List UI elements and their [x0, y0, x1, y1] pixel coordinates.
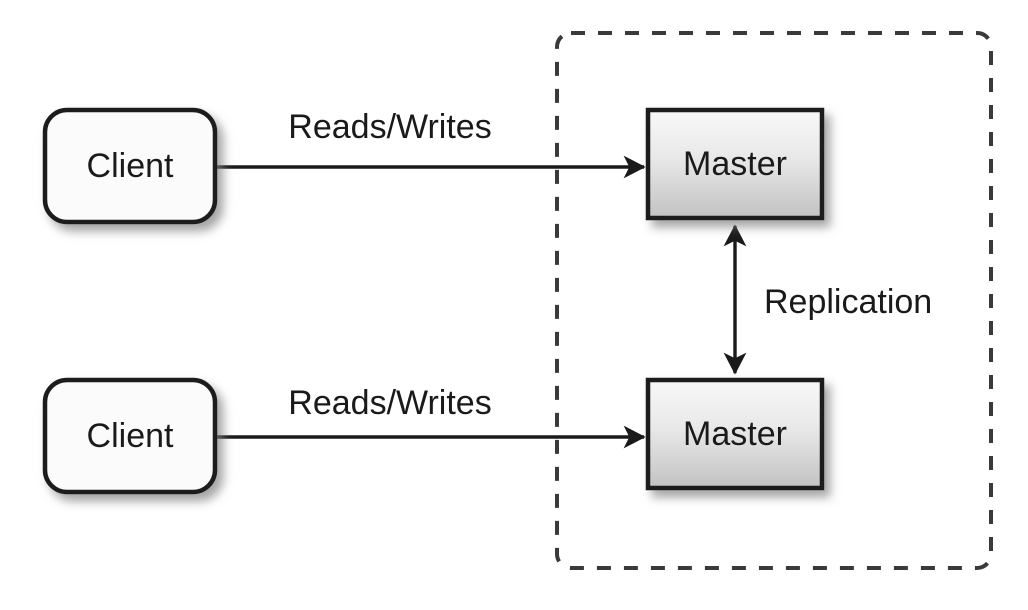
replication-cluster-boundary [555, 31, 993, 570]
edge-label-reads-writes-bottom: Reads/Writes [288, 384, 491, 422]
master-top-label: Master [683, 145, 787, 183]
edge-label-reads-writes-top: Reads/Writes [288, 108, 491, 146]
master-bottom-label: Master [683, 415, 787, 453]
edge-label-replication: Replication [764, 283, 932, 321]
node-client-top[interactable]: Client [42, 107, 218, 225]
node-master-bottom[interactable]: Master [645, 377, 825, 491]
client-top-label: Client [87, 147, 174, 185]
client-top-box[interactable] [42, 107, 218, 225]
node-client-bottom[interactable]: Client [42, 377, 218, 495]
master-top-box[interactable] [645, 107, 825, 221]
client-bottom-box[interactable] [42, 377, 218, 495]
master-bottom-box[interactable] [645, 377, 825, 491]
node-master-top[interactable]: Master [645, 107, 825, 221]
client-bottom-label: Client [87, 417, 174, 455]
